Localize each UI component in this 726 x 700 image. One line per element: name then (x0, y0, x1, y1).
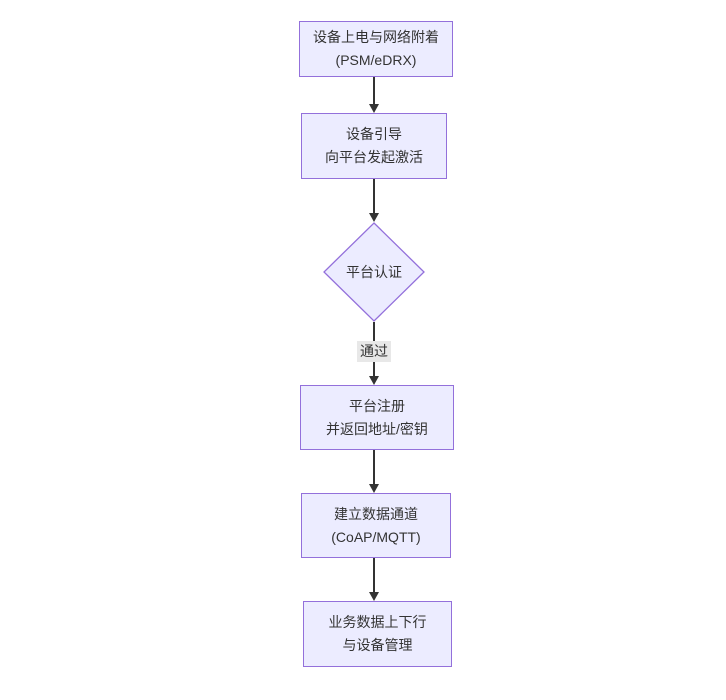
arrow-down-icon (368, 376, 379, 385)
node-data-channel: 建立数据通道 (CoAP/MQTT) (301, 493, 451, 558)
node-label-line: (PSM/eDRX) (335, 52, 417, 68)
node-device-bootstrap: 设备引导 向平台发起激活 (301, 113, 447, 179)
edge-register-channel (373, 450, 375, 484)
node-label-line: 设备引导 (346, 126, 402, 142)
node-platform-auth-decision: 平台认证 (323, 222, 425, 322)
arrow-down-icon (368, 592, 379, 601)
node-label-line: 并返回地址/密钥 (326, 420, 428, 437)
arrow-down-icon (368, 213, 379, 222)
edge-channel-service (373, 558, 375, 592)
node-label-line: 业务数据上下行 (328, 614, 427, 630)
node-label-line: 平台认证 (346, 264, 402, 280)
node-label-line: 建立数据通道 (334, 505, 418, 522)
node-platform-register: 平台注册 并返回地址/密钥 (300, 385, 454, 450)
edge-attach-bootstrap (373, 77, 375, 105)
edge-bootstrap-auth (373, 179, 375, 214)
node-label-line: (CoAP/MQTT) (331, 528, 421, 545)
node-device-attach: 设备上电与网络附着 (PSM/eDRX) (299, 21, 453, 77)
node-label-line: 与设备管理 (342, 637, 413, 653)
edge-label-pass: 通过 (357, 341, 391, 362)
arrow-down-icon (368, 484, 379, 493)
node-label-line: 设备上电与网络附着 (313, 29, 439, 45)
diamond-shape-icon (323, 222, 425, 322)
node-label-line: 向平台发起激活 (325, 149, 423, 165)
node-business-service: 业务数据上下行 与设备管理 (303, 601, 452, 667)
arrow-down-icon (368, 104, 379, 113)
node-label-line: 平台注册 (349, 397, 405, 414)
